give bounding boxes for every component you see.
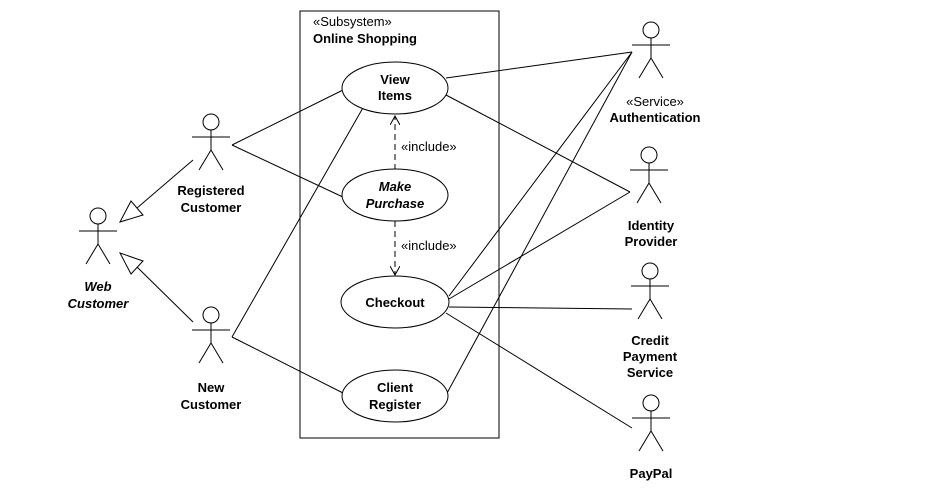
stick-figure-icon bbox=[630, 146, 668, 204]
svg-text:Purchase: Purchase bbox=[366, 196, 425, 211]
svg-text:Customer: Customer bbox=[68, 296, 130, 311]
assoc-registered-viewitems bbox=[231, 89, 344, 146]
svg-text:Credit: Credit bbox=[631, 333, 669, 348]
assoc-checkout-credit bbox=[448, 306, 633, 310]
use-case-checkout[interactable]: Checkout bbox=[340, 275, 450, 329]
assoc-registered-makepurchase bbox=[231, 144, 346, 199]
actor-new-customer[interactable]: New Customer bbox=[181, 306, 242, 412]
assoc-viewitems-idp bbox=[445, 94, 631, 193]
actor-web-customer[interactable]: Web Customer bbox=[68, 207, 130, 311]
include-label-1: «include» bbox=[401, 139, 457, 154]
stick-figure-icon bbox=[632, 394, 670, 452]
generalization-arrow-registered bbox=[119, 200, 144, 223]
svg-text:Authentication: Authentication bbox=[610, 110, 701, 125]
use-case-view-items[interactable]: View Items bbox=[341, 61, 449, 115]
svg-text:View: View bbox=[380, 72, 410, 87]
svg-text:New: New bbox=[198, 380, 226, 395]
use-case-client-register[interactable]: Client Register bbox=[341, 369, 449, 423]
svg-text:Items: Items bbox=[378, 88, 412, 103]
subsystem-boundary[interactable]: «Subsystem» Online Shopping bbox=[299, 10, 500, 439]
include-dependencies: «include» «include» bbox=[395, 116, 457, 275]
svg-text:Web: Web bbox=[84, 279, 111, 294]
actor-paypal[interactable]: PayPal bbox=[630, 394, 673, 481]
assoc-checkout-auth bbox=[448, 51, 633, 297]
svg-text:Provider: Provider bbox=[625, 234, 678, 249]
generalizations bbox=[118, 159, 194, 323]
assoc-new-viewitems bbox=[231, 105, 365, 338]
assoc-new-clientregister bbox=[231, 336, 344, 394]
use-case-make-purchase[interactable]: Make Purchase bbox=[341, 168, 449, 222]
associations bbox=[231, 51, 633, 429]
actor-credit-payment-service[interactable]: Credit Payment Service bbox=[623, 262, 678, 380]
assoc-checkout-paypal bbox=[445, 312, 633, 429]
subsystem-name: Online Shopping bbox=[313, 31, 417, 46]
svg-text:Customer: Customer bbox=[181, 200, 242, 215]
generalization-arrow-new bbox=[118, 252, 144, 275]
stick-figure-icon bbox=[192, 113, 230, 171]
stick-figure-icon bbox=[192, 306, 230, 364]
svg-text:Register: Register bbox=[369, 397, 421, 412]
svg-text:Identity: Identity bbox=[628, 218, 675, 233]
svg-text:PayPal: PayPal bbox=[630, 466, 673, 481]
assoc-clientregister-auth bbox=[445, 51, 633, 396]
assoc-checkout-idp bbox=[448, 191, 631, 300]
svg-text:Make: Make bbox=[379, 179, 412, 194]
actor-authentication[interactable]: «Service» Authentication bbox=[610, 21, 701, 125]
actor-identity-provider[interactable]: Identity Provider bbox=[625, 146, 678, 249]
assoc-viewitems-auth bbox=[445, 51, 633, 79]
svg-text:Registered: Registered bbox=[177, 183, 244, 198]
stick-figure-icon bbox=[631, 262, 669, 320]
stick-figure-icon bbox=[632, 21, 670, 79]
service-stereotype: «Service» bbox=[626, 94, 684, 109]
actor-registered-customer[interactable]: Registered Customer bbox=[177, 113, 245, 215]
svg-text:Client: Client bbox=[377, 380, 414, 395]
stick-figure-icon bbox=[79, 207, 117, 265]
subsystem-stereotype: «Subsystem» bbox=[313, 14, 392, 29]
include-label-2: «include» bbox=[401, 238, 457, 253]
svg-text:Checkout: Checkout bbox=[365, 295, 425, 310]
svg-text:Customer: Customer bbox=[181, 397, 242, 412]
svg-text:Payment: Payment bbox=[623, 349, 678, 364]
svg-text:Service: Service bbox=[627, 365, 673, 380]
